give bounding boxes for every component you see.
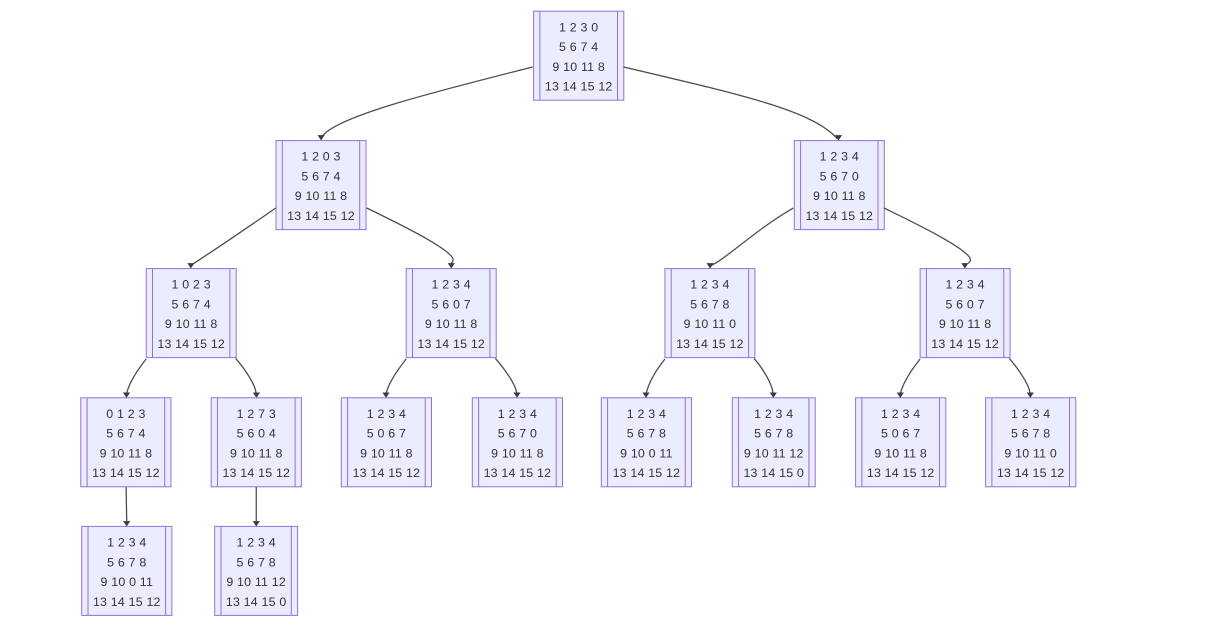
svg-text:13 14 15 12: 13 14 15 12 <box>417 337 485 351</box>
svg-text:13 14 15 12: 13 14 15 12 <box>222 466 290 480</box>
svg-text:1 2 3 4: 1 2 3 4 <box>432 278 471 292</box>
svg-text:1 2 3 4: 1 2 3 4 <box>945 278 984 292</box>
svg-text:9 10 11 8: 9 10 11 8 <box>425 317 478 331</box>
svg-text:9 10 11 8: 9 10 11 8 <box>874 446 927 460</box>
svg-text:5 6 0 4: 5 6 0 4 <box>237 427 276 441</box>
svg-text:9 10 11 8: 9 10 11 8 <box>552 60 605 74</box>
svg-text:1 2 0 3: 1 2 0 3 <box>301 150 340 164</box>
svg-text:5 6 0 7: 5 6 0 7 <box>432 297 471 311</box>
svg-text:13 14 15 12: 13 14 15 12 <box>676 337 744 351</box>
svg-text:9 10 11 8: 9 10 11 8 <box>165 317 218 331</box>
svg-text:5 6 7 0: 5 6 7 0 <box>820 169 859 183</box>
svg-text:13 14 15 12: 13 14 15 12 <box>353 466 421 480</box>
svg-text:9 10 0 11: 9 10 0 11 <box>101 575 154 589</box>
svg-text:5 6 7 8: 5 6 7 8 <box>1011 427 1050 441</box>
svg-text:9 10 11 8: 9 10 11 8 <box>939 317 992 331</box>
svg-text:5 6 7 0: 5 6 7 0 <box>498 427 537 441</box>
svg-text:13 14 15 12: 13 14 15 12 <box>484 466 552 480</box>
svg-text:5 0 6 7: 5 0 6 7 <box>881 427 920 441</box>
svg-text:13 14 15 12: 13 14 15 12 <box>545 80 613 94</box>
svg-text:13 14 15 12: 13 14 15 12 <box>805 209 873 223</box>
svg-text:0 1 2 3: 0 1 2 3 <box>106 407 145 421</box>
svg-text:13 14 15 12: 13 14 15 12 <box>93 595 161 609</box>
svg-text:1 2 3 4: 1 2 3 4 <box>1011 407 1050 421</box>
svg-text:9 10 11 12: 9 10 11 12 <box>744 446 804 460</box>
svg-text:13 14 15 0: 13 14 15 0 <box>743 466 804 480</box>
svg-text:1 2 3 4: 1 2 3 4 <box>754 407 793 421</box>
svg-text:13 14 15 0: 13 14 15 0 <box>226 595 287 609</box>
svg-text:5 6 7 4: 5 6 7 4 <box>106 427 145 441</box>
svg-text:1 2 7 3: 1 2 7 3 <box>237 407 276 421</box>
svg-text:5 6 7 4: 5 6 7 4 <box>301 169 340 183</box>
svg-text:9 10 11 8: 9 10 11 8 <box>230 446 283 460</box>
svg-text:9 10 11 8: 9 10 11 8 <box>360 446 413 460</box>
svg-text:13 14 15 12: 13 14 15 12 <box>157 337 225 351</box>
svg-text:13 14 15 12: 13 14 15 12 <box>613 466 681 480</box>
svg-text:5 6 7 8: 5 6 7 8 <box>237 555 276 569</box>
svg-text:9 10 11 0: 9 10 11 0 <box>1004 446 1057 460</box>
svg-text:9 10 11 8: 9 10 11 8 <box>813 189 866 203</box>
svg-text:5 6 0 7: 5 6 0 7 <box>945 297 984 311</box>
svg-text:9 10 11 0: 9 10 11 0 <box>684 317 737 331</box>
svg-text:9 10 0 11: 9 10 0 11 <box>620 446 673 460</box>
svg-text:13 14 15 12: 13 14 15 12 <box>931 337 999 351</box>
svg-text:1 2 3 4: 1 2 3 4 <box>690 278 729 292</box>
svg-text:9 10 11 12: 9 10 11 12 <box>226 575 286 589</box>
svg-text:13 14 15 12: 13 14 15 12 <box>92 466 160 480</box>
svg-text:5 0 6 7: 5 0 6 7 <box>367 427 406 441</box>
svg-text:1 2 3 4: 1 2 3 4 <box>820 150 859 164</box>
svg-text:5 6 7 8: 5 6 7 8 <box>627 427 666 441</box>
svg-text:1 2 3 0: 1 2 3 0 <box>559 20 598 34</box>
svg-text:13 14 15 12: 13 14 15 12 <box>997 466 1065 480</box>
svg-text:5 6 7 8: 5 6 7 8 <box>690 297 729 311</box>
svg-text:1 2 3 4: 1 2 3 4 <box>367 407 406 421</box>
svg-text:13 14 15 12: 13 14 15 12 <box>287 209 355 223</box>
svg-text:13 14 15 12: 13 14 15 12 <box>867 466 935 480</box>
svg-text:9 10 11 8: 9 10 11 8 <box>295 189 348 203</box>
svg-text:9 10 11 8: 9 10 11 8 <box>491 446 544 460</box>
svg-text:1 2 3 4: 1 2 3 4 <box>237 536 276 550</box>
svg-text:5 6 7 4: 5 6 7 4 <box>559 40 598 54</box>
svg-text:1 2 3 4: 1 2 3 4 <box>627 407 666 421</box>
svg-text:5 6 7 8: 5 6 7 8 <box>107 555 146 569</box>
svg-text:5 6 7 4: 5 6 7 4 <box>172 297 211 311</box>
svg-text:1 2 3 4: 1 2 3 4 <box>881 407 920 421</box>
svg-text:1 2 3 4: 1 2 3 4 <box>107 536 146 550</box>
svg-text:1 2 3 4: 1 2 3 4 <box>498 407 537 421</box>
svg-text:9 10 11 8: 9 10 11 8 <box>100 446 153 460</box>
svg-text:1 0 2 3: 1 0 2 3 <box>172 278 211 292</box>
svg-text:5 6 7 8: 5 6 7 8 <box>754 427 793 441</box>
